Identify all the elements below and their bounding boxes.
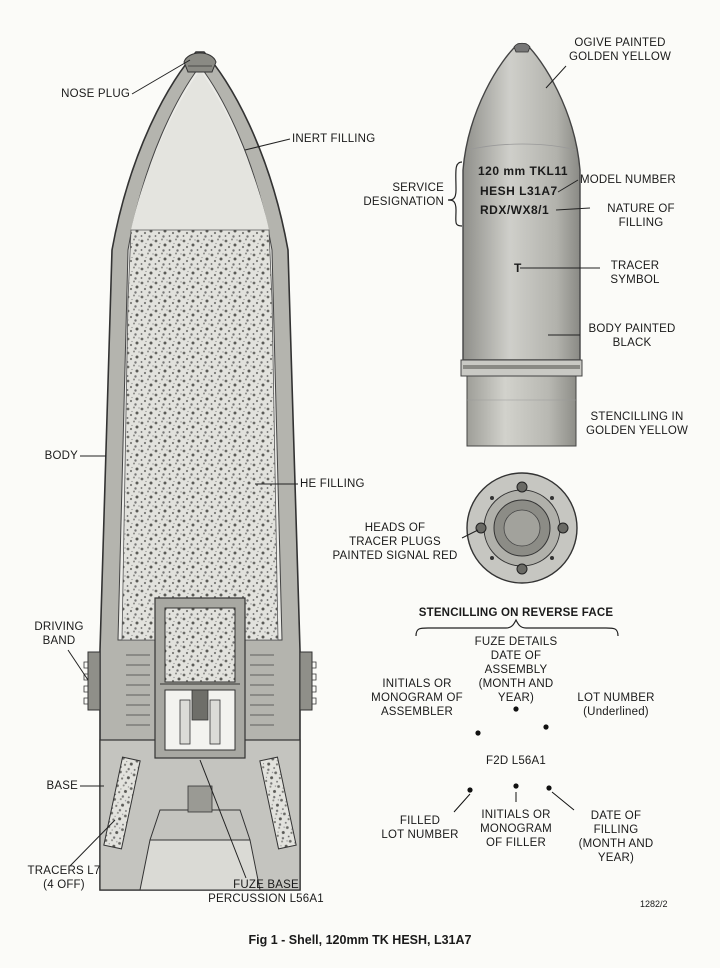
label-initials-assembler: INITIALS OR MONOGRAM OF ASSEMBLER	[371, 678, 463, 718]
label-body: BODY	[44, 450, 78, 462]
label-nature-of-filling: NATURE OF FILLING	[607, 203, 675, 229]
cross-section	[83, 51, 317, 891]
brace	[447, 161, 463, 227]
label-filled-lot: FILLED LOT NUMBER	[381, 815, 459, 841]
label-tracer-heads: HEADS OF TRACER PLUGS PAINTED SIGNAL RED	[332, 522, 458, 562]
stencil-tracer-mark: T	[514, 261, 522, 275]
tracers	[103, 756, 297, 850]
leader-lines-right	[520, 65, 600, 336]
label-base: BASE	[46, 780, 78, 792]
leader-lines-left	[67, 59, 298, 879]
reverse-face-title: STENCILLING ON REVERSE FACE	[418, 607, 614, 619]
center-code: F2D L56A1	[486, 755, 546, 767]
fuze-details: FUZE DETAILS	[474, 636, 558, 648]
nose-plug	[183, 52, 217, 73]
label-he-filling: HE FILLING	[300, 478, 365, 490]
reference-number: 1282/2	[640, 899, 668, 909]
label-stencilling-golden: STENCILLING IN GOLDEN YELLOW	[585, 411, 689, 437]
label-model-number: MODEL NUMBER	[580, 174, 676, 186]
label-tracer-symbol: TRACER SYMBOL	[610, 260, 660, 286]
figure-caption: Fig 1 - Shell, 120mm TK HESH, L31A7	[248, 933, 472, 947]
label-tracers: TRACERS L7 (4 OFF)	[27, 865, 101, 891]
reverse-brace	[415, 618, 619, 637]
he-filling	[121, 229, 279, 641]
label-date-assembly: DATE OF ASSEMBLY (MONTH AND YEAR)	[478, 650, 554, 704]
label-initials-filler: INITIALS OR MONOGRAM OF FILLER	[480, 809, 552, 849]
label-driving-band: DRIVING BAND	[34, 621, 84, 647]
label-body-painted: BODY PAINTED BLACK	[588, 323, 676, 349]
label-date-filling: DATE OF FILLING (MONTH AND YEAR)	[578, 810, 654, 864]
label-service-designation: SERVICE DESIGNATION	[363, 182, 444, 208]
label-inert-filling: INERT FILLING	[292, 133, 376, 145]
label-ogive: OGIVE PAINTED GOLDEN YELLOW	[568, 37, 672, 63]
exterior-view	[460, 42, 583, 447]
label-nose-plug: NOSE PLUG	[61, 88, 130, 100]
stencil-line-3: RDX/WX8/1	[480, 203, 550, 217]
base-disc-view	[466, 472, 578, 584]
inert-filling	[131, 70, 269, 230]
reverse-face-marks	[453, 706, 575, 813]
leader-tracer-heads	[461, 529, 479, 539]
stencil-line-1: 120 mm TKL11	[478, 164, 569, 178]
label-lot-number: LOT NUMBER (Underlined)	[577, 692, 655, 718]
stencil-line-2: HESH L31A7	[480, 184, 558, 198]
label-fuze-base: FUZE BASE PERCUSSION L56A1	[208, 879, 324, 905]
driving-band	[87, 651, 101, 711]
